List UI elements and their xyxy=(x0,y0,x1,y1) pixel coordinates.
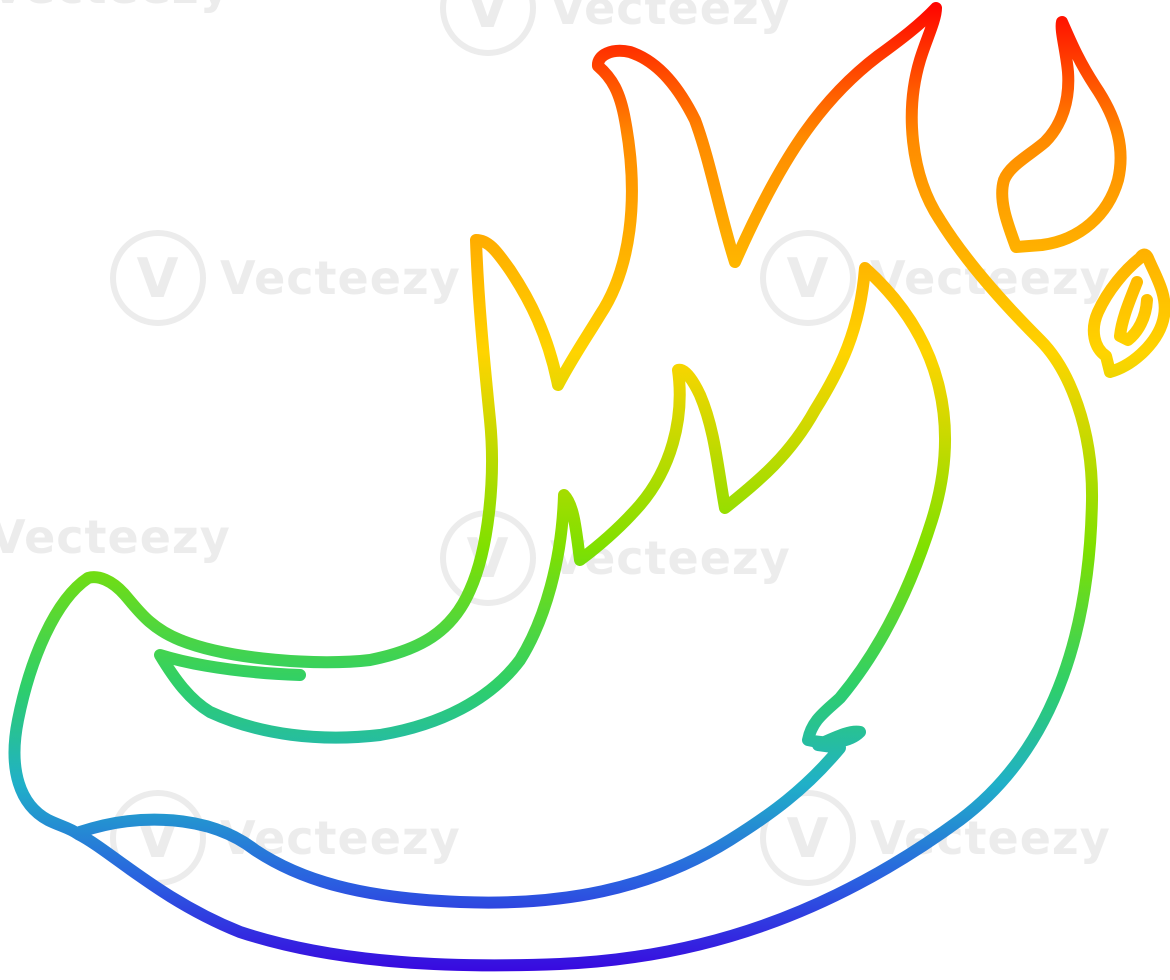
flame-inner-outline xyxy=(74,262,951,909)
flame-droplet-large xyxy=(996,16,1127,253)
flame-outer-outline xyxy=(8,2,1099,972)
flame-droplet-small xyxy=(1087,248,1170,378)
flame-droplet-small-inner xyxy=(1114,276,1153,346)
